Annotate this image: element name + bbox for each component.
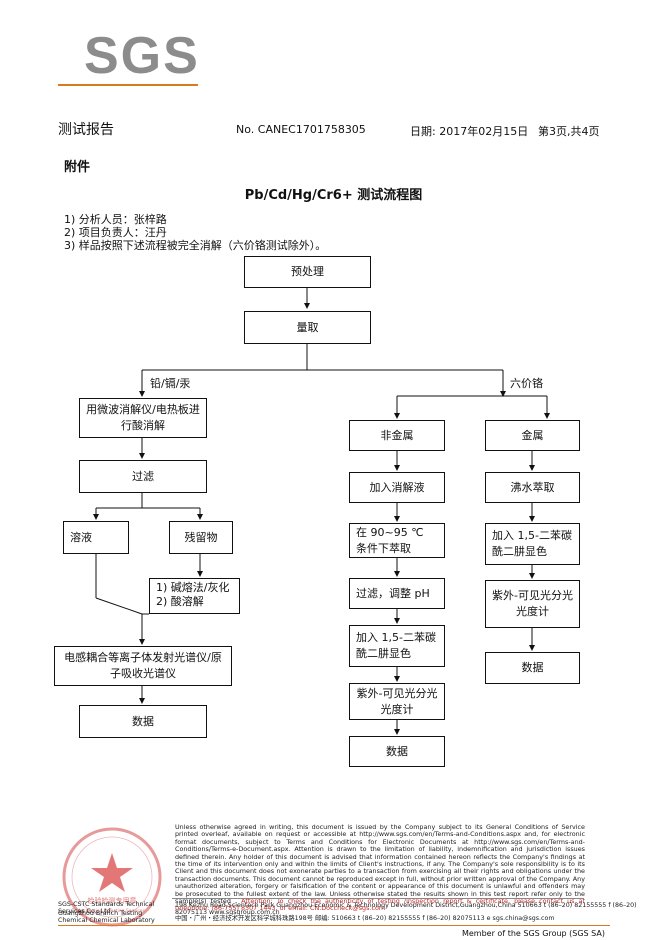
extraction-box: 在 90~95 ℃ 条件下萃取 [349, 523, 445, 558]
metal-uv-vis-box: 紫外-可见光分光光度计 [485, 580, 580, 628]
stamp-branch-name: Guangzhou Branch Testing Chemical Chemic… [58, 910, 155, 924]
residue-step-2: 2) 酸溶解 [156, 595, 204, 608]
nonmetal-dpc-box: 加入 1,5-二苯碳酰二肼显色 [349, 625, 445, 667]
report-number: No. CANEC1701758305 [236, 123, 366, 136]
address-en: 198 Kezhu Road,Scientech Park Guangzhou … [175, 902, 637, 916]
address-cn: 中国・广州・经济技术开发区科学城科珠路198号 邮编: 510663 t (86… [175, 915, 555, 922]
authenticity-attention: Attention: To check the authenticity of … [175, 897, 585, 913]
footer-divider [172, 898, 584, 899]
pretreatment-box: 预处理 [244, 256, 371, 288]
project-lead-line: 2) 项目负责人：汪丹 [64, 226, 167, 239]
icp-aas-box: 电感耦合等离子体发射光谱仪/原子吸收光谱仪 [54, 646, 232, 686]
solution-box: 溶液 [63, 521, 129, 554]
nonmetal-box: 非金属 [349, 420, 445, 451]
residue-box: 残留物 [169, 521, 233, 554]
digestion-note: 3) 样品按照下述流程被完全消解（六价铬测试除外）。 [64, 239, 327, 252]
metal-data-box: 数据 [485, 652, 580, 684]
left-filter-box: 过滤 [79, 460, 207, 493]
filter-ph-box: 过滤，调整 pH [349, 578, 445, 609]
chart-title: Pb/Cd/Hg/Cr6+ 测试流程图 [244, 188, 423, 203]
analyst-line: 1) 分析人员：张梓路 [64, 213, 167, 226]
nonmetal-uv-vis-box: 紫外-可见光分光光度计 [349, 683, 445, 720]
nonmetal-data-box: 数据 [349, 736, 445, 767]
flow-connectors [93, 288, 550, 735]
acid-digestion-box: 用微波消解仪/电热板进行酸消解 [79, 398, 207, 438]
boiling-water-extraction-box: 沸水萃取 [485, 472, 580, 503]
stamp-cn-text: 检验检测专用章 [88, 896, 137, 905]
branch-label-pb-cd-hg: 铅/镉/汞 [150, 377, 191, 390]
logo-underline [58, 84, 198, 86]
metal-box: 金属 [485, 420, 580, 451]
residue-step-1: 1) 碱熔法/灰化 [156, 581, 230, 594]
add-digestion-solution-box: 加入消解液 [349, 472, 445, 503]
sgs-member-note: Member of the SGS Group (SGS SA) [461, 929, 605, 938]
footer-orange-line [58, 925, 610, 926]
page-number: 第3页,共4页 [538, 125, 600, 138]
left-data-box: 数据 [79, 705, 207, 738]
weigh-box: 量取 [244, 311, 371, 344]
report-date: 日期: 2017年02月15日 [410, 125, 529, 138]
disclaimer-text: Unless otherwise agreed in writing, this… [175, 823, 585, 906]
sgs-logo: SGS [84, 27, 200, 85]
stamp-org-name: SGS-CSTC Standards Technical Services Co… [58, 901, 155, 915]
legal-disclaimer: Unless otherwise agreed in writing, this… [175, 823, 585, 913]
branch-label-cr6: 六价铬 [510, 377, 543, 390]
residue-treatment-box: 1) 碱熔法/灰化 2) 酸溶解 [149, 578, 240, 614]
metal-dpc-box: 加入 1,5-二苯碳酰二肼显色 [485, 523, 580, 565]
report-title: 测试报告 [58, 122, 114, 138]
stamp-en-text: Inspection & Testing Services [79, 908, 145, 914]
section-title: 附件 [64, 160, 91, 175]
